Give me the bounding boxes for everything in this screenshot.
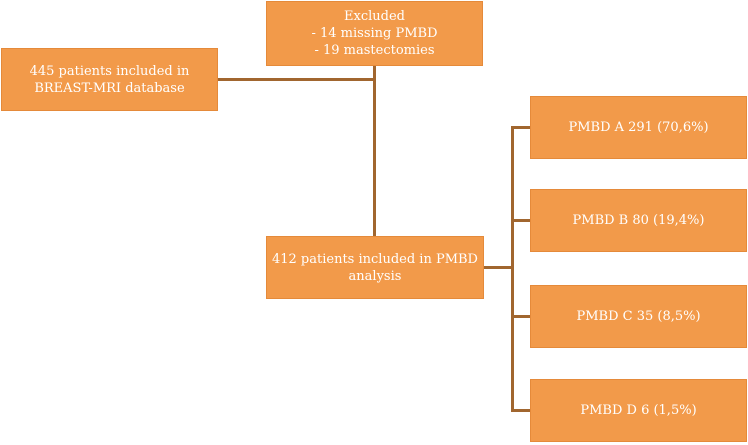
connector-branch-d: [511, 409, 530, 412]
connector-trunk-vertical: [373, 78, 376, 236]
group-box-pmbd-c: PMBD C 35 (8,5%): [530, 285, 747, 348]
excluded-item-mastectomies: - 19 mastectomies: [314, 43, 435, 58]
group-label-pmbd-a: PMBD A 291 (70,6%): [568, 120, 709, 135]
group-box-pmbd-b: PMBD B 80 (19,4%): [530, 189, 747, 252]
analysis-line-2: analysis: [348, 268, 402, 284]
connector-analysis-to-branch: [484, 266, 514, 269]
connector-branch-vertical: [511, 126, 514, 412]
excluded-title: Excluded: [344, 9, 405, 24]
group-box-pmbd-a: PMBD A 291 (70,6%): [530, 96, 747, 159]
connector-branch-a: [511, 126, 530, 129]
analysis-box: 412 patients included in PMBD analysis: [266, 236, 484, 299]
source-line-2: BREAST-MRI database: [34, 80, 185, 96]
excluded-item-missing-pmbd: - 14 missing PMBD: [311, 26, 438, 41]
excluded-box: Excluded - 14 missing PMBD - 19 mastecto…: [266, 1, 483, 66]
group-label-pmbd-b: PMBD B 80 (19,4%): [572, 213, 705, 228]
group-label-pmbd-d: PMBD D 6 (1,5%): [580, 403, 697, 418]
group-box-pmbd-d: PMBD D 6 (1,5%): [530, 379, 747, 442]
connector-source-to-trunk: [218, 78, 376, 81]
group-label-pmbd-c: PMBD C 35 (8,5%): [576, 309, 701, 324]
connector-excluded-to-trunk: [373, 66, 376, 81]
source-box: 445 patients included in BREAST-MRI data…: [1, 48, 218, 111]
connector-branch-c: [511, 315, 530, 318]
connector-branch-b: [511, 219, 530, 222]
analysis-line-1: 412 patients included in PMBD: [271, 251, 478, 267]
source-line-1: 445 patients included in: [29, 63, 190, 79]
